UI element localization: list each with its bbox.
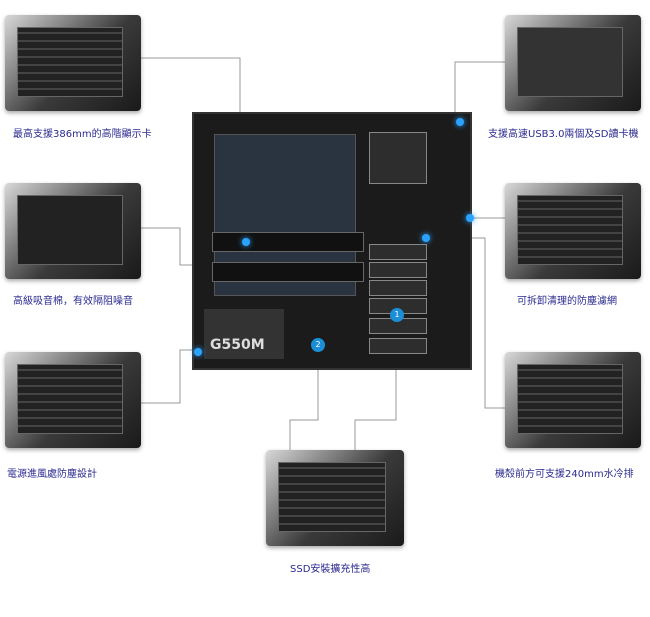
gpu-thumbnail xyxy=(5,15,141,111)
feature-gpu-label: 最高支援386mm的高階顯示卡 xyxy=(13,129,152,140)
highlight-dot xyxy=(456,118,464,126)
filter-thumbnail xyxy=(505,183,641,279)
highlight-dot xyxy=(242,238,250,246)
psu: G550M xyxy=(204,309,284,359)
foam-thumbnail xyxy=(5,183,141,279)
feature-foam-label: 高級吸音棉，有效隔阻噪音 xyxy=(13,296,133,307)
radiator-thumbnail xyxy=(505,352,641,448)
highlight-dot xyxy=(466,214,474,222)
drive-bay xyxy=(369,280,427,296)
optical-bays xyxy=(369,132,427,184)
computer-case: G550M 1 2 xyxy=(192,112,474,370)
ssd-thumbnail xyxy=(266,450,404,546)
drive-bay xyxy=(369,262,427,278)
marker-1: 1 xyxy=(390,308,404,322)
drive-bay xyxy=(369,244,427,260)
graphics-card xyxy=(212,262,364,282)
drive-bay xyxy=(369,338,427,354)
usb-thumbnail xyxy=(505,15,641,111)
feature-filter-label: 可拆卸清理的防塵濾網 xyxy=(517,296,617,307)
feature-ssd-label: SSD安裝擴充性高 xyxy=(290,564,371,575)
graphics-card xyxy=(212,232,364,252)
feature-radiator-label: 機殼前方可支援240mm水冷排 xyxy=(495,469,634,480)
feature-psu-filter-label: 電源進風處防塵設計 xyxy=(7,469,97,480)
psu-filter-thumbnail xyxy=(5,352,141,448)
highlight-dot xyxy=(422,234,430,242)
marker-2: 2 xyxy=(311,338,325,352)
feature-usb-label: 支援高速USB3.0兩個及SD讀卡機 xyxy=(488,129,639,140)
highlight-dot xyxy=(194,348,202,356)
